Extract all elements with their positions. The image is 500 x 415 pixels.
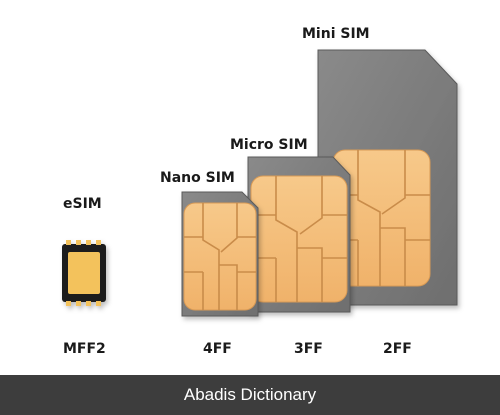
esim-chip xyxy=(62,240,106,306)
3ff-code: 3FF xyxy=(294,341,323,357)
micro-sim-chip xyxy=(250,175,348,303)
2ff-code: 2FF xyxy=(383,341,412,357)
watermark-footer: Abadis Dictionary xyxy=(0,375,500,415)
footer-text: Abadis Dictionary xyxy=(183,385,317,404)
nano-sim-label: Nano SIM xyxy=(160,170,235,186)
micro-sim-label: Micro SIM xyxy=(230,137,308,153)
mini-sim-label: Mini SIM xyxy=(302,26,370,42)
4ff-code: 4FF xyxy=(203,341,232,357)
sim-cards-graphic xyxy=(62,49,458,317)
sim-card-sizes-illustration: eSIM Nano SIM Micro SIM Mini SIM MFF2 4F… xyxy=(62,26,458,357)
nano-sim-chip xyxy=(183,202,257,311)
mff2-code: MFF2 xyxy=(63,341,106,357)
esim-label: eSIM xyxy=(63,196,102,212)
